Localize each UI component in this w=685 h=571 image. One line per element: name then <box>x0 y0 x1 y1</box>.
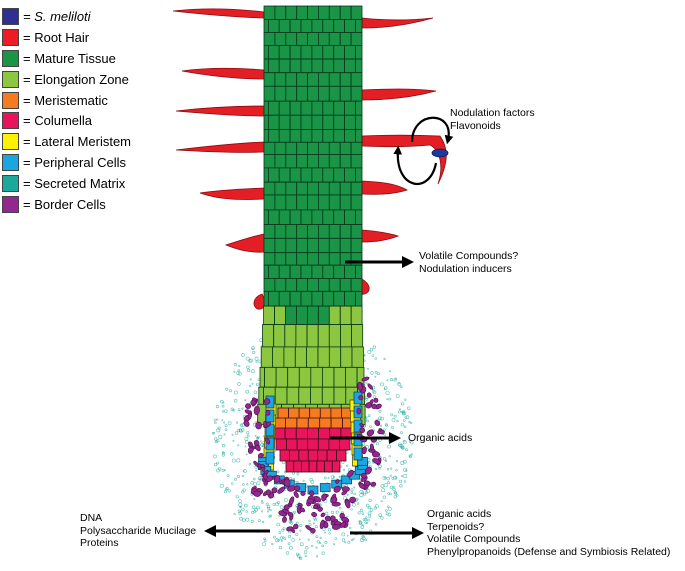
legend-swatch <box>2 133 19 151</box>
legend-label: = Root Hair <box>23 29 90 45</box>
annotation-line: Volatile Compounds? <box>419 250 519 262</box>
annotation-line: Polysaccharide Mucilage <box>80 524 197 537</box>
legend-item-root-hair: = Root Hair <box>2 27 131 48</box>
annotation-line: Flavonoids <box>450 119 501 132</box>
legend-label: = Secreted Matrix <box>23 176 126 192</box>
s-meliloti-icon <box>431 148 449 158</box>
legend-label: = Elongation Zone <box>23 71 129 87</box>
legend-swatch <box>2 91 19 109</box>
legend-swatch <box>2 112 19 130</box>
legend-item-lateral-meristem: = Lateral Meristem <box>2 131 131 152</box>
annotation-line: Nodulation factors <box>450 107 535 119</box>
annotation-line: Nodulation inducers <box>419 262 512 275</box>
legend-swatch <box>2 175 19 193</box>
legend-item-s-meliloti: = S. meliloti <box>2 6 131 27</box>
legend-swatch <box>2 154 19 172</box>
legend-swatch <box>2 195 19 213</box>
annotation-line: Terpenoids? <box>427 520 485 533</box>
legend-label: = Border Cells <box>23 196 106 212</box>
legend-label: = Lateral Meristem <box>23 134 132 150</box>
annotation-line: DNA <box>80 512 103 524</box>
signal-loop <box>393 116 454 185</box>
legend-label: = Meristematic <box>23 92 108 108</box>
annotation-organic-acids: Organic acids <box>408 432 472 445</box>
legend-item-secreted-matrix: = Secreted Matrix <box>2 173 131 194</box>
legend-item-peripheral-cells: = Peripheral Cells <box>2 152 131 173</box>
legend-item-meristematic: = Meristematic <box>2 90 131 111</box>
legend-item-elongation-zone: = Elongation Zone <box>2 69 131 90</box>
root-cell-grid <box>257 5 369 495</box>
annotation-line: Volatile Compounds <box>427 533 521 545</box>
legend-swatch <box>2 49 19 67</box>
legend-swatch <box>2 28 19 46</box>
legend-label: = Peripheral Cells <box>23 155 126 171</box>
annotation-volatile: Volatile Compounds? Nodulation inducers <box>419 250 518 275</box>
legend-item-border-cells: = Border Cells <box>2 194 131 215</box>
annotation-nodulation: Nodulation factors Flavonoids <box>450 107 535 132</box>
legend-swatch <box>2 70 19 88</box>
legend-item-mature-tissue: = Mature Tissue <box>2 48 131 69</box>
legend-label: = Mature Tissue <box>23 50 116 66</box>
legend-label: = Columella <box>23 113 93 129</box>
annotation-line: Phenylpropanoids (Defense and Symbiosis … <box>427 545 671 558</box>
legend-item-columella: = Columella <box>2 110 131 131</box>
legend: = S. meliloti = Root Hair = Mature Tissu… <box>2 6 131 215</box>
annotation-line: Organic acids <box>408 432 473 444</box>
annotation-arrows <box>204 256 424 539</box>
annotation-dna: DNA Polysaccharide Mucilage Proteins <box>80 512 196 550</box>
border-cells <box>243 376 385 534</box>
legend-swatch <box>2 7 19 25</box>
annotation-line: Proteins <box>80 537 119 549</box>
annotation-line: Organic acids <box>427 508 492 520</box>
annotation-tip: Organic acids Terpenoids? Volatile Compo… <box>427 508 670 558</box>
root-hairs <box>172 8 447 310</box>
legend-label: = S. meliloti <box>23 8 91 24</box>
